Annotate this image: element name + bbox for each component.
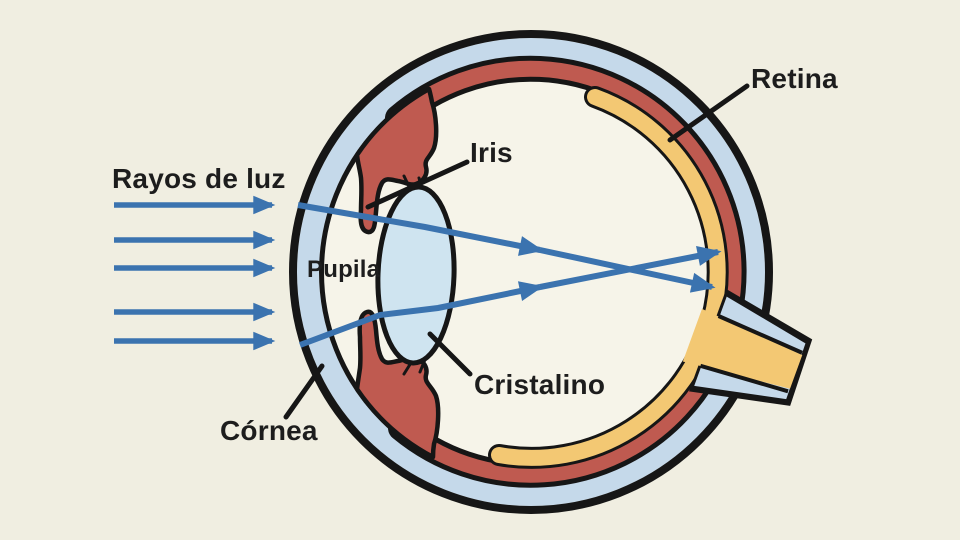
optic-nerve-divider-bottom xyxy=(699,363,789,394)
label-lens: Cristalino xyxy=(474,369,606,400)
refracted-ray-upper xyxy=(297,202,544,256)
optic-nerve-divider-top xyxy=(717,314,803,355)
lens-pointer-line xyxy=(427,331,473,377)
refracted-ray-lower-end xyxy=(539,246,722,290)
refracted-ray-lower xyxy=(298,281,544,348)
choroid-band xyxy=(390,60,742,483)
label-pupil: Pupila xyxy=(307,256,381,283)
label-retina: Retina xyxy=(751,63,838,94)
retina-pointer-line xyxy=(667,83,750,143)
label-light-rays: Rayos de luz xyxy=(112,163,286,194)
optic-nerve xyxy=(682,288,813,406)
iris-top xyxy=(354,86,439,235)
iris-bottom xyxy=(354,309,441,460)
eye-outer-outline xyxy=(289,30,773,514)
light-rays-incoming xyxy=(114,195,276,351)
label-cornea: Córnea xyxy=(220,415,318,446)
label-iris: Iris xyxy=(470,137,513,168)
iris-pointer-line xyxy=(365,159,470,210)
cornea-pointer-line xyxy=(283,363,325,420)
light-rays-refracted xyxy=(297,202,722,348)
